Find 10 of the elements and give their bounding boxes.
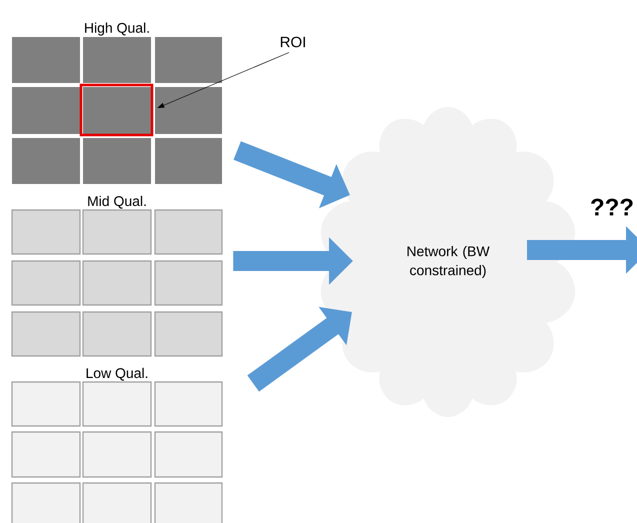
network-cloud: Network (BW constrained) bbox=[320, 107, 576, 417]
callout-label: ROI bbox=[280, 36, 305, 48]
highlighted-tile bbox=[80, 84, 154, 136]
tile-grid: Mid Qual. bbox=[11, 196, 223, 357]
tile-grid: High Qual. bbox=[12, 22, 222, 184]
node-label: Mid Qual. bbox=[88, 196, 146, 209]
node-label: Low Qual. bbox=[86, 368, 148, 381]
tile-grid: Low Qual. bbox=[11, 368, 223, 523]
node-label: High Qual. bbox=[85, 22, 149, 36]
edge-label: ??? bbox=[591, 198, 633, 216]
